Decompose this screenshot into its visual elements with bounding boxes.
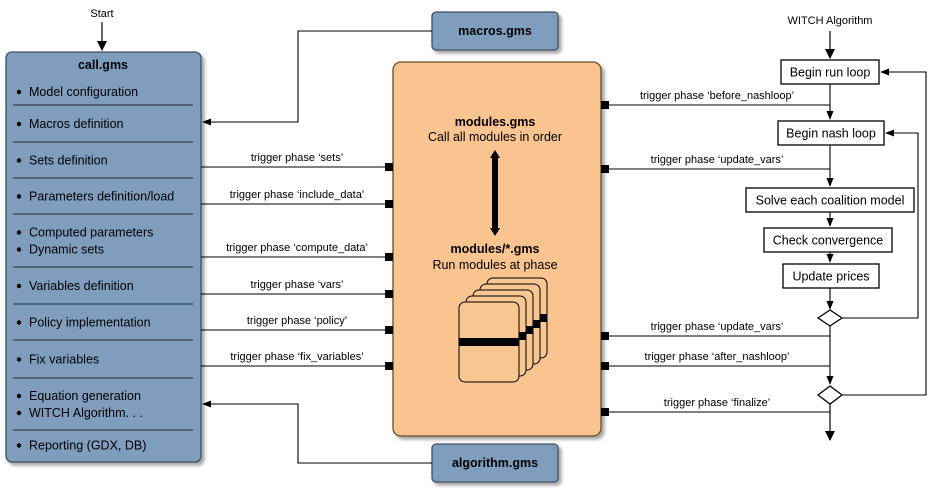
nash-loop-back-arrow bbox=[842, 129, 919, 319]
call-item-label: Sets definition bbox=[29, 154, 108, 168]
trigger-port bbox=[385, 290, 393, 298]
macros-gms-label: macros.gms bbox=[458, 24, 532, 38]
algorithm-gms-label: algorithm.gms bbox=[452, 456, 538, 470]
trigger-port bbox=[601, 408, 609, 416]
bullet-icon bbox=[16, 357, 22, 362]
modules-gms-subtitle: Call all modules in order bbox=[428, 130, 562, 144]
call-gms-title: call.gms bbox=[78, 58, 128, 72]
bullet-icon bbox=[16, 230, 22, 235]
left-trigger-lines: trigger phase ‘sets’ trigger phase ‘inclu… bbox=[201, 152, 393, 370]
call-item-label: Parameters definition/load bbox=[29, 190, 174, 204]
trigger-label: trigger phase ‘include_data’ bbox=[230, 189, 365, 201]
call-item-label: WITCH Algorithm. . . bbox=[29, 406, 143, 420]
order-arrow-up-icon bbox=[490, 150, 500, 158]
modules-gms-title: modules.gms bbox=[455, 115, 536, 129]
bullet-icon bbox=[16, 194, 22, 199]
trigger-port bbox=[385, 362, 393, 370]
trigger-port bbox=[385, 326, 393, 334]
call-item-label: Macros definition bbox=[29, 117, 124, 131]
trigger-label: trigger phase ‘after_nashloop’ bbox=[645, 351, 790, 363]
algorithm-step-box bbox=[777, 120, 885, 146]
module-card-band bbox=[459, 338, 519, 346]
algorithm-step-box bbox=[782, 263, 880, 289]
modules-box bbox=[392, 61, 602, 437]
trigger-port bbox=[601, 101, 609, 109]
modules-star-subtitle: Run modules at phase bbox=[432, 258, 557, 272]
call-item-label: Dynamic sets bbox=[29, 243, 104, 257]
trigger-port bbox=[385, 163, 393, 171]
module-files-stack-icon bbox=[458, 277, 548, 383]
call-item-label: Computed parameters bbox=[29, 226, 153, 240]
bullet-icon bbox=[16, 247, 22, 252]
call-item-label: Fix variables bbox=[29, 353, 99, 367]
modules-star-title: modules/*.gms bbox=[451, 242, 540, 256]
bullet-icon bbox=[16, 121, 22, 127]
call-item-label: Equation generation bbox=[29, 389, 141, 403]
algorithm-step-box bbox=[763, 227, 893, 253]
trigger-port bbox=[601, 165, 609, 173]
algorithm-step-box bbox=[780, 59, 880, 85]
run-loop-decision-diamond bbox=[816, 385, 844, 405]
call-item-label: Variables definition bbox=[29, 279, 134, 293]
macros-arrow bbox=[202, 30, 432, 126]
run-loop-back-arrow bbox=[842, 68, 927, 396]
algorithm-step-label: Begin run loop bbox=[790, 66, 871, 80]
call-item-label: Model configuration bbox=[29, 85, 138, 99]
right-trigger-lines: trigger phase ‘before_nashloop’trigger p… bbox=[601, 90, 830, 416]
trigger-port bbox=[601, 362, 609, 370]
algorithm-step-label: Solve each coalition model bbox=[756, 194, 905, 208]
bullet-icon bbox=[16, 393, 22, 399]
call-item-label: Policy implementation bbox=[29, 316, 151, 330]
trigger-label: trigger phase ‘update_vars’ bbox=[651, 321, 784, 333]
bullet-icon bbox=[16, 320, 22, 325]
witch-algorithm-title: WITCH Algorithm bbox=[788, 15, 873, 27]
bullet-icon bbox=[16, 158, 22, 163]
call-item-label: Reporting (GDX, DB) bbox=[29, 439, 146, 453]
bullet-icon bbox=[16, 283, 22, 289]
trigger-label: trigger phase ‘compute_data’ bbox=[226, 242, 368, 254]
trigger-port bbox=[385, 200, 393, 208]
trigger-label: trigger phase ‘before_nashloop’ bbox=[640, 90, 794, 102]
algorithm-step-label: Update prices bbox=[792, 270, 869, 284]
trigger-label: trigger phase ‘sets’ bbox=[251, 152, 343, 164]
bullet-icon bbox=[16, 410, 22, 416]
algorithm-arrow bbox=[202, 400, 432, 464]
bullet-icon bbox=[16, 89, 22, 95]
trigger-label: trigger phase ‘finalize’ bbox=[664, 397, 770, 409]
trigger-port bbox=[601, 332, 609, 340]
trigger-label: trigger phase ‘policy’ bbox=[247, 315, 347, 327]
algorithm-step-label: Begin nash loop bbox=[786, 127, 876, 141]
order-arrow-down-icon bbox=[490, 228, 500, 236]
bullet-icon bbox=[16, 443, 22, 448]
convergence-decision-diamond bbox=[816, 309, 844, 327]
trigger-label: trigger phase ‘vars’ bbox=[251, 279, 344, 291]
trigger-port bbox=[385, 253, 393, 261]
algorithm-step-label: Check convergence bbox=[773, 234, 884, 248]
start-label: Start bbox=[90, 8, 113, 20]
trigger-label: trigger phase ‘fix_variables’ bbox=[230, 351, 363, 363]
trigger-label: trigger phase ‘update_vars’ bbox=[651, 154, 784, 166]
